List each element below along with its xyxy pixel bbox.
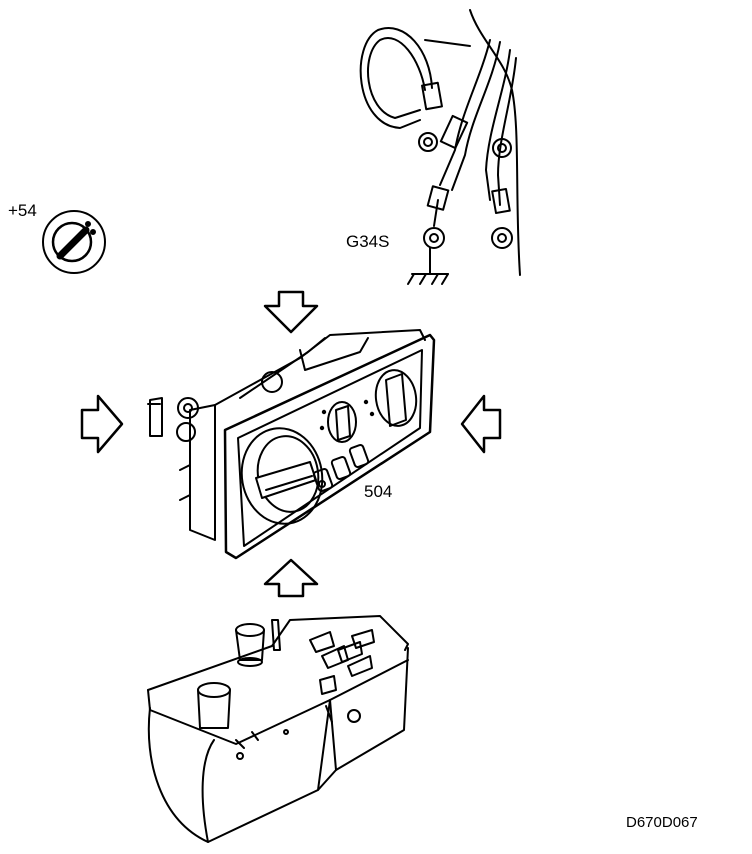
ignition-label: +54 (8, 201, 37, 220)
arrow-left (460, 394, 502, 454)
arrow-down (263, 290, 319, 334)
ground-label: G34S (346, 232, 390, 251)
hollow-arrow-icon (80, 290, 502, 598)
control-panel-label: 504 (364, 482, 393, 501)
figure-reference: D670D067 (626, 814, 698, 831)
arrow-right (80, 394, 124, 454)
arrow-up (263, 558, 319, 598)
heater-unit (147, 615, 409, 843)
ground-symbol-icon (407, 247, 449, 285)
climate-control-panel (147, 329, 436, 560)
wiring-harness (359, 9, 521, 276)
ignition-switch-icon (42, 210, 106, 274)
